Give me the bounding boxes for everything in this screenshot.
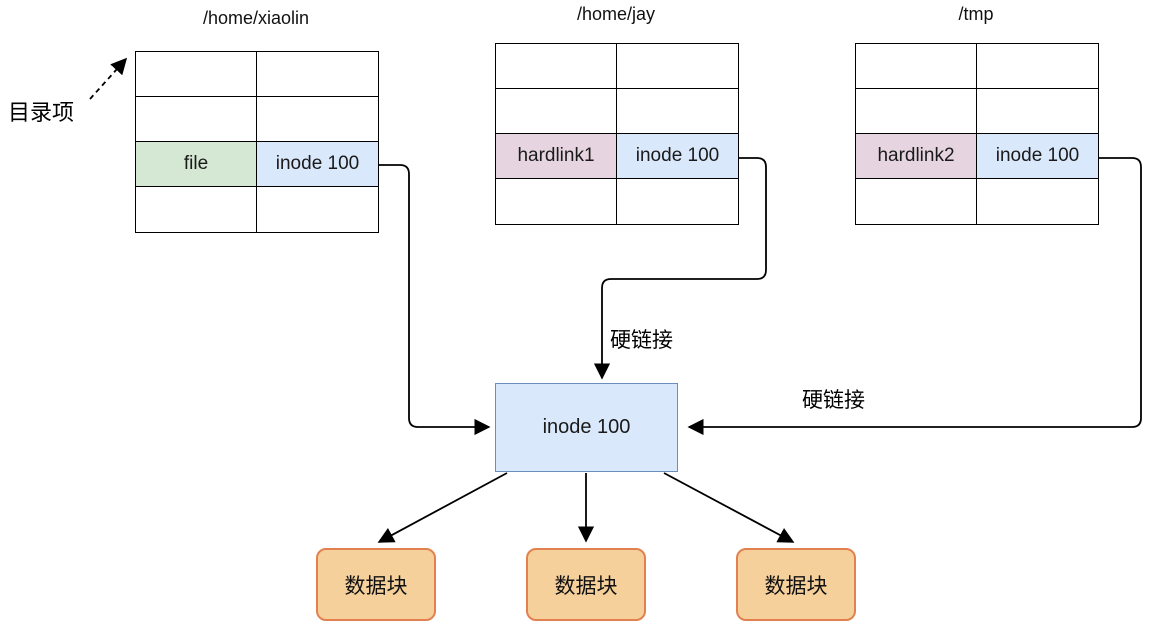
entry-inode-cell: inode 100 [977,134,1098,179]
table-cell [856,44,977,89]
table-cell [977,179,1098,224]
table-title-tmp: /tmp [958,4,994,24]
entry-name-cell: file [136,142,257,187]
directory-entry-pointer-arrow [89,57,128,100]
table-cell [496,89,617,134]
data-block-1: 数据块 [316,548,436,621]
data-block-3: 数据块 [736,548,856,621]
table-cell [136,52,257,97]
table-title-jay: /home/jay [576,4,656,24]
table-cell [257,97,378,142]
table-cell [617,179,738,224]
table-cell [617,44,738,89]
hardlink-label-right: 硬链接 [802,389,865,412]
edge-inode-to-block3 [663,472,795,543]
table-cell [617,89,738,134]
table-cell [257,52,378,97]
entry-name-cell: hardlink2 [856,134,977,179]
directory-entry-label: 目录项 [8,100,75,125]
edge-inode-to-block1 [377,472,508,543]
data-block-2: 数据块 [526,548,646,621]
table-cell [257,187,378,232]
entry-inode-cell: inode 100 [257,142,378,187]
directory-table-jay: hardlink1 inode 100 [495,43,739,225]
directory-table-xiaolin: file inode 100 [135,51,379,233]
directory-table-tmp: hardlink2 inode 100 [855,43,1099,225]
table-cell [856,179,977,224]
table-cell [136,97,257,142]
table-cell [977,89,1098,134]
table-cell [496,179,617,224]
inode-box: inode 100 [495,383,678,472]
table-cell [136,187,257,232]
table-cell [977,44,1098,89]
table-cell [856,89,977,134]
entry-name-cell: hardlink1 [496,134,617,179]
edge-xiaolin-to-inode [378,164,491,436]
entry-inode-cell: inode 100 [617,134,738,179]
hardlink-label-top: 硬链接 [610,329,673,352]
table-title-xiaolin: /home/xiaolin [202,8,310,28]
table-cell [496,44,617,89]
